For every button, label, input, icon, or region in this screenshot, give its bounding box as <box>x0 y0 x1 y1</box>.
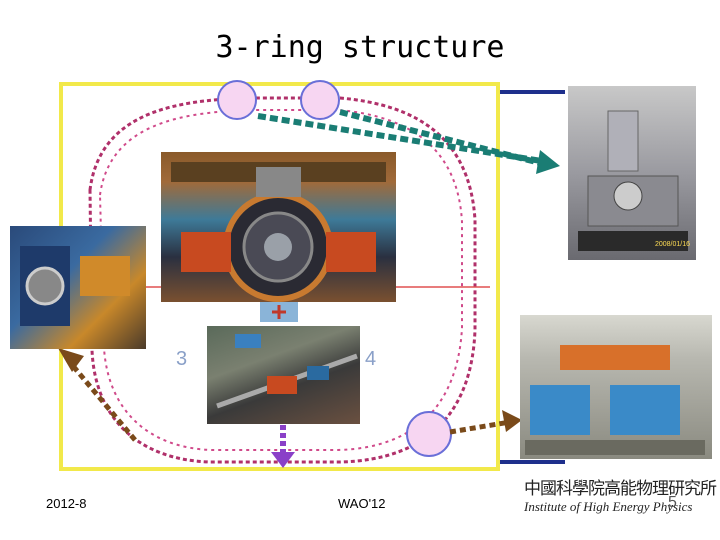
tunnel-graphic <box>525 345 705 455</box>
footer-event: WAO'12 <box>338 496 386 511</box>
beamline-graphic <box>216 334 358 409</box>
beamline-photo <box>207 326 360 424</box>
detector-photo <box>161 152 396 302</box>
plus-icon <box>272 305 286 319</box>
page-number: 5 <box>668 494 677 511</box>
teal-arrows <box>257 109 549 168</box>
left-magnet-graphic <box>20 246 130 326</box>
brown-arrowhead-left <box>58 348 84 372</box>
injection-circle-left <box>217 80 257 120</box>
left-magnet-photo <box>10 226 146 349</box>
footer-date: 2012-8 <box>46 496 87 511</box>
injection-circle-bottom <box>406 411 452 457</box>
photo-date-caption: 2008/01/16 <box>654 241 690 248</box>
injection-circle-right <box>300 80 340 120</box>
ip-marker <box>260 302 298 322</box>
ring-label-3: 3 <box>176 348 188 370</box>
brown-arrowhead-right <box>502 410 522 432</box>
ring-label-4: 4 <box>365 348 377 370</box>
tunnel-photo <box>520 315 712 459</box>
right-equipment-photo: 2008/01/16 <box>568 86 696 260</box>
logo-english-text: Institute of High Energy Physics <box>524 499 693 514</box>
slide-title: 3-ring structure <box>215 30 505 65</box>
right-equipment-graphic <box>578 110 688 251</box>
ihep-logo: 中國科學院高能物理研究所 Institute of High Energy Ph… <box>524 474 717 524</box>
detector-graphic <box>171 162 386 302</box>
brown-arrows <box>66 358 511 442</box>
logo-chinese-text: 中國科學院高能物理研究所 <box>524 479 717 499</box>
teal-arrowhead <box>536 150 560 174</box>
outer-ring <box>88 96 477 464</box>
inner-ring <box>98 109 463 451</box>
purple-arrowhead <box>271 452 295 468</box>
